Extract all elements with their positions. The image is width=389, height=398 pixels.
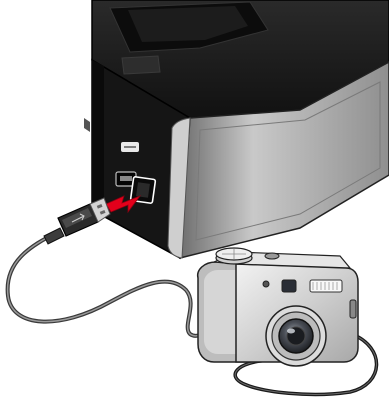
- pictbridge-logo-icon: [121, 142, 139, 152]
- usb-plug-icon: [44, 198, 110, 244]
- digital-camera-icon: [198, 248, 377, 394]
- printer-icon: [84, 0, 389, 258]
